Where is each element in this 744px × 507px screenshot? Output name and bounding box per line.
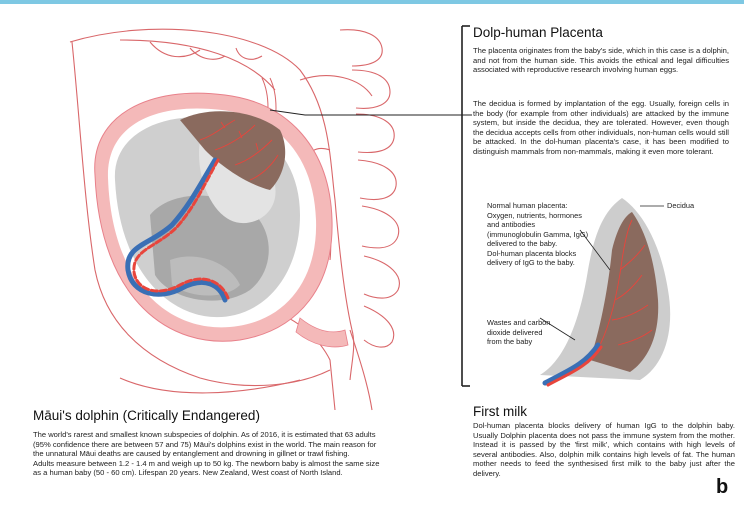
normal-placenta-label: Normal human placenta: Oxygen, nutrients… bbox=[487, 201, 588, 268]
leader-line bbox=[270, 110, 472, 115]
first-milk-text: Dol-human placenta blocks delivery of hu… bbox=[473, 421, 735, 479]
panel-letter: b bbox=[716, 476, 728, 499]
decidua-label: Decidua bbox=[667, 201, 694, 211]
label-line: delivery of IgG to the baby. bbox=[487, 258, 588, 268]
first-milk-title: First milk bbox=[473, 404, 527, 419]
dolphin-line: Adults measure between 1.2 - 1.4 m and w… bbox=[33, 459, 438, 469]
label-line: Wastes and carbon bbox=[487, 318, 550, 328]
placenta-title: Dolp-human Placenta bbox=[473, 25, 603, 40]
label-line: dioxide delivered bbox=[487, 328, 550, 338]
dolphin-line: the unnatural Māui deaths are caused by … bbox=[33, 449, 438, 459]
label-line: from the baby bbox=[487, 337, 550, 347]
label-line: and antibodies bbox=[487, 220, 588, 230]
placenta-paragraph-2: The decidua is formed by implantation of… bbox=[473, 99, 729, 157]
dolphin-line: The world's rarest and smallest known su… bbox=[33, 430, 438, 440]
dolphin-line: as a human baby (50 - 60 cm). Lifespan 2… bbox=[33, 468, 438, 478]
dolphin-description: The world's rarest and smallest known su… bbox=[33, 430, 438, 478]
label-line: Oxygen, nutrients, hormones bbox=[487, 211, 588, 221]
label-line: (immunoglobulin Gamma, IgG) bbox=[487, 230, 588, 240]
label-line: Dol-human placenta blocks bbox=[487, 249, 588, 259]
dolphin-title: Māui's dolphin (Critically Endangered) bbox=[33, 408, 260, 423]
label-line: Normal human placenta: bbox=[487, 201, 588, 211]
dolphin-line: (95% confidence there are between 57 and… bbox=[33, 440, 438, 450]
wastes-label: Wastes and carbon dioxide delivered from… bbox=[487, 318, 550, 347]
label-line: delivered to the baby. bbox=[487, 239, 588, 249]
placenta-paragraph-1: The placenta originates from the baby's … bbox=[473, 46, 729, 75]
